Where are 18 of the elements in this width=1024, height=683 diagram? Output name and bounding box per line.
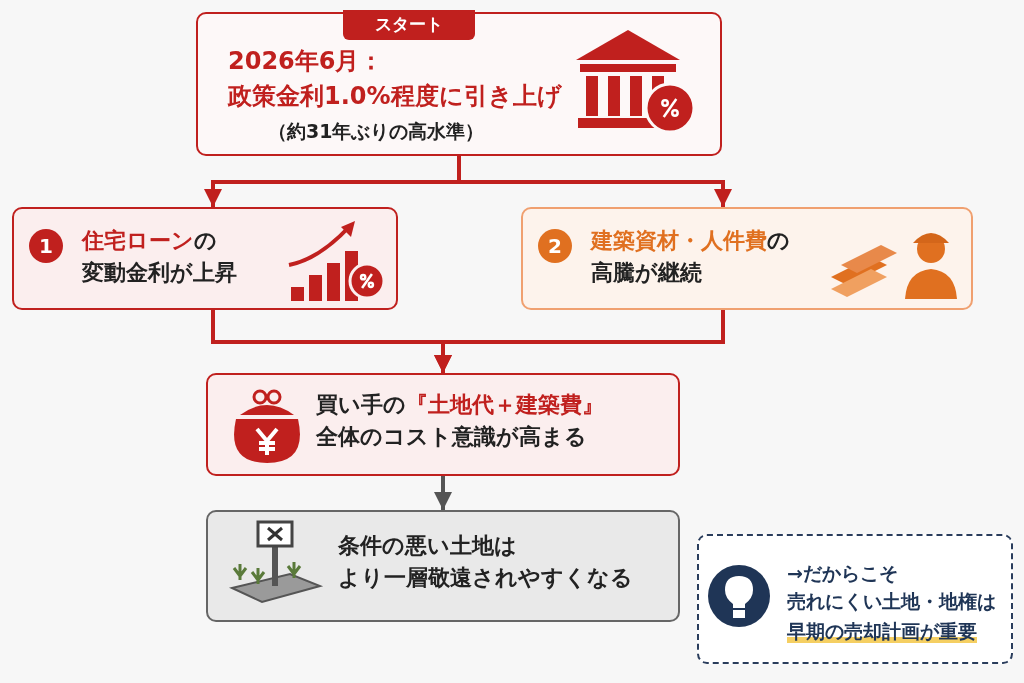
cause-box	[12, 207, 398, 310]
note-box	[697, 534, 1013, 664]
result-text: 条件の悪い土地はより一層敬遠されやすくなる	[338, 532, 633, 592]
note-text: （約31年ぶりの高水準）	[268, 119, 485, 144]
number-badge: 1	[29, 229, 63, 263]
effect-text: 買い手の『土地代＋建築費』全体のコスト意識が高まる	[316, 391, 604, 451]
cause-box	[521, 207, 973, 310]
effect-box	[206, 373, 680, 476]
number-badge: 2	[538, 229, 572, 263]
headline-text: 2026年6月：政策金利1.0%程度に引き上げ	[228, 46, 562, 112]
highlight-text: 早期の売却計画が重要	[787, 618, 977, 646]
start-tag: スタート	[343, 10, 475, 40]
cause-text: 建築資材・人件費の高騰が継続	[591, 227, 790, 287]
start-box	[196, 12, 722, 156]
result-box	[206, 510, 680, 622]
cause-text: 住宅ローンの変動金利が上昇	[82, 227, 237, 287]
arrow	[434, 476, 452, 510]
note-text: →だからこそ売れにくい土地・地権は	[787, 561, 996, 614]
